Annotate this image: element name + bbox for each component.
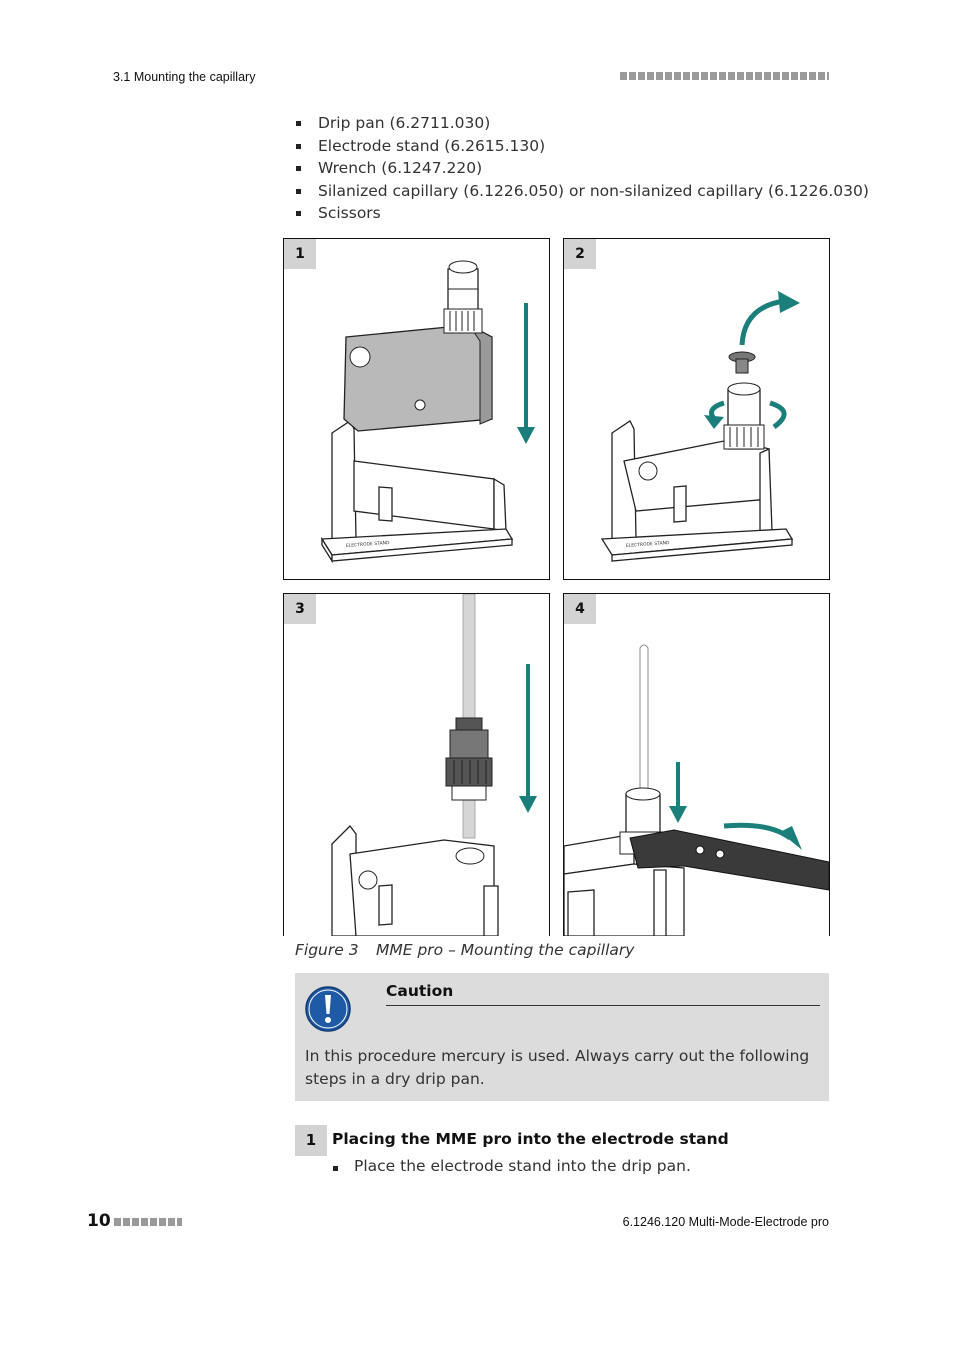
panel-number: 3 <box>284 594 316 624</box>
remove-cap-illustration: ELECTRODE STAND <box>564 239 800 562</box>
list-item: Wrench (6.1247.220) <box>295 157 869 180</box>
figure-number: Figure 3 <box>295 941 359 959</box>
caution-title: Caution <box>386 982 454 1000</box>
stand-label: ELECTRODE STAND <box>626 540 671 549</box>
panel-number: 2 <box>564 239 596 269</box>
running-header-section: 3.1 Mounting the capillary <box>113 70 256 84</box>
footer-decoration <box>114 1218 182 1226</box>
electrode-onto-stand-illustration: ELECTRODE STAND <box>284 239 535 564</box>
list-item: Electrode stand (6.2615.130) <box>295 135 869 158</box>
figure-panel-3: 3 <box>283 593 550 936</box>
footer-doc-title: 6.1246.120 Multi-Mode-Electrode pro <box>622 1215 829 1229</box>
figure-panel-4: 4 <box>563 593 830 936</box>
list-item: Silanized capillary (6.1226.050) or non-… <box>295 180 869 203</box>
panel-number: 4 <box>564 594 596 624</box>
caution-box: Caution In this procedure mercury is use… <box>295 973 829 1101</box>
list-item: Scissors <box>295 202 869 225</box>
step-number: 1 <box>295 1125 327 1156</box>
figure-caption: Figure 3 MME pro – Mounting the capillary <box>295 941 634 959</box>
insert-capillary-illustration <box>284 594 537 936</box>
caution-text: In this procedure mercury is used. Alway… <box>305 1047 810 1088</box>
tighten-with-wrench-illustration <box>564 594 829 936</box>
list-item: Drip pan (6.2711.030) <box>295 112 869 135</box>
caution-divider <box>386 1005 820 1006</box>
header-decoration <box>620 72 829 80</box>
figure-title: MME pro – Mounting the capillary <box>376 941 635 959</box>
page-number: 10 <box>87 1211 111 1231</box>
panel-number: 1 <box>284 239 316 269</box>
figure-panel-2: ELECTRODE STAND 2 <box>563 238 830 580</box>
stand-label: ELECTRODE STAND <box>346 540 391 549</box>
parts-list: Drip pan (6.2711.030) Electrode stand (6… <box>295 112 869 225</box>
figure-panel-1: ELECTRODE STAND 1 <box>283 238 550 580</box>
step-bullet: Place the electrode stand into the drip … <box>332 1157 691 1175</box>
step-title: Placing the MME pro into the electrode s… <box>332 1130 729 1148</box>
exclamation-icon <box>305 986 351 1032</box>
